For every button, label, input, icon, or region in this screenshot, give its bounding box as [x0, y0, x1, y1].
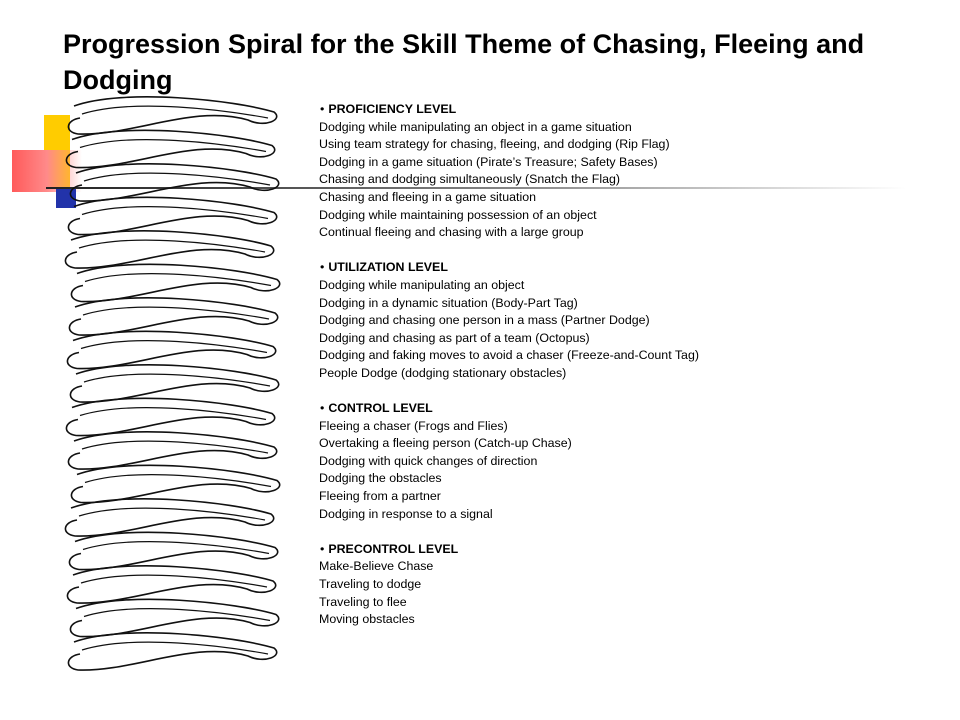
- level-heading-text: CONTROL LEVEL: [328, 401, 433, 416]
- level-item: Chasing and dodging simultaneously (Snat…: [319, 172, 620, 187]
- spiral-loop: [65, 397, 276, 437]
- spiral-ribbon-edge: [81, 440, 269, 454]
- bullet-icon: •: [320, 260, 325, 275]
- level-item: Chasing and fleeing in a game situation: [319, 189, 536, 204]
- spiral-ribbon-edge: [82, 541, 270, 555]
- level-item: Dodging while manipulating an object: [319, 277, 525, 292]
- level-heading: •PROFICIENCY LEVEL: [319, 101, 939, 119]
- decor-red-block: [12, 150, 82, 192]
- spiral-ribbon-edge: [83, 373, 271, 387]
- spiral-ribbon-edge: [78, 507, 266, 521]
- level-item: Fleeing a chaser (Frogs and Flies): [319, 418, 508, 433]
- level-heading: •CONTROL LEVEL: [319, 400, 939, 418]
- spiral-loop: [67, 632, 278, 671]
- spiral-ribbon-edge: [80, 340, 268, 354]
- spiral-loop: [64, 230, 275, 269]
- level-item: Traveling to flee: [319, 594, 407, 609]
- spiral-ribbon-edge: [83, 608, 271, 622]
- spiral-loop: [67, 96, 278, 135]
- spiral-ribbon-edge: [82, 306, 270, 320]
- level-item: Dodging while manipulating an object in …: [319, 119, 632, 134]
- level-item: Moving obstacles: [319, 612, 415, 627]
- level-item: Dodging and faking moves to avoid a chas…: [319, 348, 699, 363]
- spiral-loop: [69, 163, 280, 202]
- bullet-icon: •: [320, 102, 325, 116]
- level-heading-text: PROFICIENCY LEVEL: [328, 102, 457, 116]
- level-heading-text: PRECONTROL LEVEL: [328, 541, 459, 556]
- level-item: Dodging and chasing one person in a mass…: [319, 313, 650, 328]
- spiral-loop: [65, 129, 276, 169]
- level-item: Continual fleeing and chasing with a lar…: [319, 225, 584, 240]
- level-item: Make-Believe Chase: [319, 559, 434, 574]
- spiral-loop: [68, 297, 279, 336]
- level-item: Dodging in a game situation (Pirate’s Tr…: [319, 154, 658, 169]
- level-item: Dodging while maintaining possession of …: [319, 207, 597, 222]
- spiral-loop: [66, 565, 277, 604]
- level-item: Dodging and chasing as part of a team (O…: [319, 330, 590, 345]
- spiral-ribbon-edge: [84, 273, 272, 287]
- level-item: Using team strategy for chasing, fleeing…: [319, 137, 670, 152]
- spiral-ribbon-edge: [79, 407, 267, 421]
- spiral-ribbon-edge: [81, 641, 269, 655]
- spiral-loop: [67, 431, 278, 470]
- level-item: Traveling to dodge: [319, 577, 422, 592]
- level-item: People Dodge (dodging stationary obstacl…: [319, 365, 567, 380]
- spiral-ribbon-edge: [79, 139, 267, 153]
- spiral-ribbon-edge: [80, 574, 268, 588]
- bullet-icon: •: [320, 541, 325, 556]
- spiral-loop: [66, 330, 277, 370]
- spiral-ribbon-edge: [83, 172, 271, 186]
- page-title: Progression Spiral for the Skill Theme o…: [63, 29, 865, 95]
- spiral-progression-icon: [64, 96, 281, 671]
- spiral-loop: [70, 263, 281, 303]
- bullet-icon: •: [320, 401, 325, 416]
- spiral-ribbon-edge: [84, 474, 272, 488]
- spiral-ribbon-edge: [81, 105, 269, 119]
- spiral-loop: [70, 464, 281, 504]
- spiral-loop: [69, 364, 280, 403]
- spiral-loop: [64, 498, 275, 537]
- level-heading: •UTILIZATION LEVEL: [319, 259, 939, 277]
- level-item: Dodging in response to a signal: [319, 506, 493, 521]
- level-item: Dodging with quick changes of direction: [319, 453, 538, 468]
- level-item: Overtaking a fleeing person (Catch-up Ch…: [319, 436, 572, 451]
- level-item: Dodging in a dynamic situation (Body-Par…: [319, 295, 578, 310]
- level-item: Fleeing from a partner: [319, 489, 441, 504]
- spiral-ribbon-edge: [81, 206, 269, 220]
- title-underline: [46, 187, 906, 189]
- spiral-loop: [69, 598, 280, 638]
- spiral-ribbon-edge: [78, 239, 266, 253]
- level-heading-text: UTILIZATION LEVEL: [328, 260, 448, 275]
- spiral-loop: [67, 196, 278, 236]
- level-heading: •PRECONTROL LEVEL: [319, 541, 939, 559]
- level-item: Dodging the obstacles: [319, 471, 442, 486]
- spiral-loop: [68, 531, 279, 571]
